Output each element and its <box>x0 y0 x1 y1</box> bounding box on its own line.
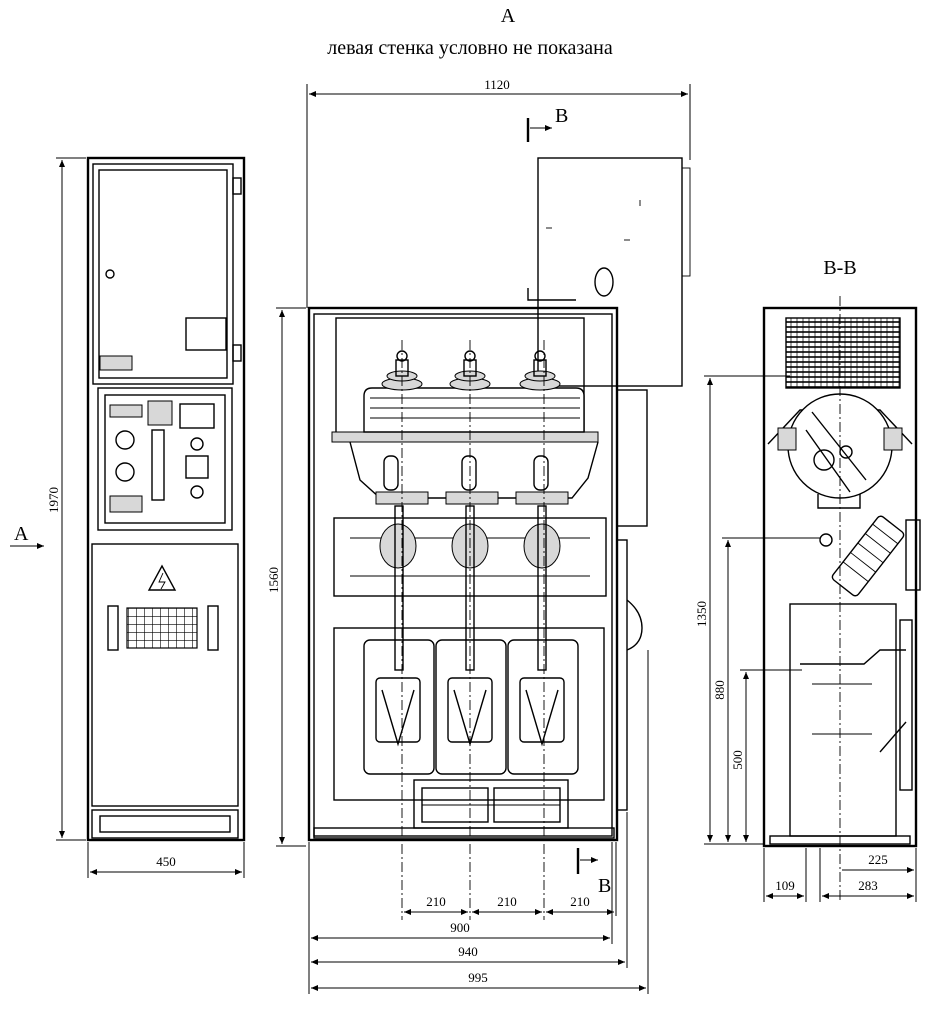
high-voltage-warning-icon <box>147 564 177 591</box>
front-height-value: 1970 <box>46 487 61 513</box>
inclined-insulator <box>831 515 905 597</box>
section-title: В-В <box>823 257 856 279</box>
control-panel <box>97 387 233 531</box>
door-lock-icon <box>105 269 115 279</box>
conductor-phase-3 <box>537 505 547 671</box>
value-225: 225 <box>868 852 888 867</box>
switch-tank <box>363 387 585 433</box>
section-lower-compartment <box>789 603 897 837</box>
meter <box>147 400 173 426</box>
value-109: 109 <box>775 878 795 893</box>
lower-door <box>91 543 239 807</box>
inspection-grid <box>126 607 198 649</box>
main-base <box>313 827 615 839</box>
front-view: А 1970 450 <box>10 156 246 878</box>
main-view: 1120 В <box>266 77 691 994</box>
value-940: 940 <box>458 944 478 959</box>
lower-compartment <box>333 627 605 801</box>
relay-door <box>92 163 234 385</box>
section-view: В-В <box>694 257 921 902</box>
front-width-value: 450 <box>156 854 176 869</box>
value-880: 880 <box>712 680 727 700</box>
control-knob <box>115 430 135 450</box>
front-cabinet-outline <box>86 156 246 842</box>
value-283: 283 <box>858 878 878 893</box>
side-arrow-label: А <box>14 523 29 545</box>
side-handle <box>626 599 643 651</box>
door-handle <box>207 605 219 651</box>
section-mark-bottom: В <box>598 875 611 897</box>
control-knob <box>115 462 135 482</box>
logo-plate <box>99 355 133 371</box>
section-mark-top: В <box>555 105 568 127</box>
conductor-phase-1 <box>394 505 404 671</box>
value-1350: 1350 <box>694 601 709 627</box>
indicator-block <box>109 404 143 418</box>
phase-value-3: 210 <box>570 894 590 909</box>
switch-lever <box>151 429 165 501</box>
door-hinge <box>232 177 242 195</box>
main-height-value: 1560 <box>266 567 281 593</box>
value-900: 900 <box>450 920 470 935</box>
phase-value-2: 210 <box>497 894 517 909</box>
cabinet-base <box>91 809 239 839</box>
top-insulators <box>381 350 561 391</box>
door-handle <box>107 605 119 651</box>
top-width-value: 1120 <box>484 77 510 92</box>
side-duct <box>616 389 648 527</box>
value-995: 995 <box>468 970 488 985</box>
door-hinge <box>232 344 242 362</box>
view-caption: левая стенка условно не показана <box>327 37 613 59</box>
busbar-rail <box>331 431 599 443</box>
view-letter: А <box>501 5 516 27</box>
phase-value-1: 210 <box>426 894 446 909</box>
value-500: 500 <box>730 750 745 770</box>
nameplate <box>185 317 227 351</box>
terminal-box <box>413 779 569 829</box>
cable-gland <box>594 267 614 297</box>
vent-grille <box>785 317 901 389</box>
